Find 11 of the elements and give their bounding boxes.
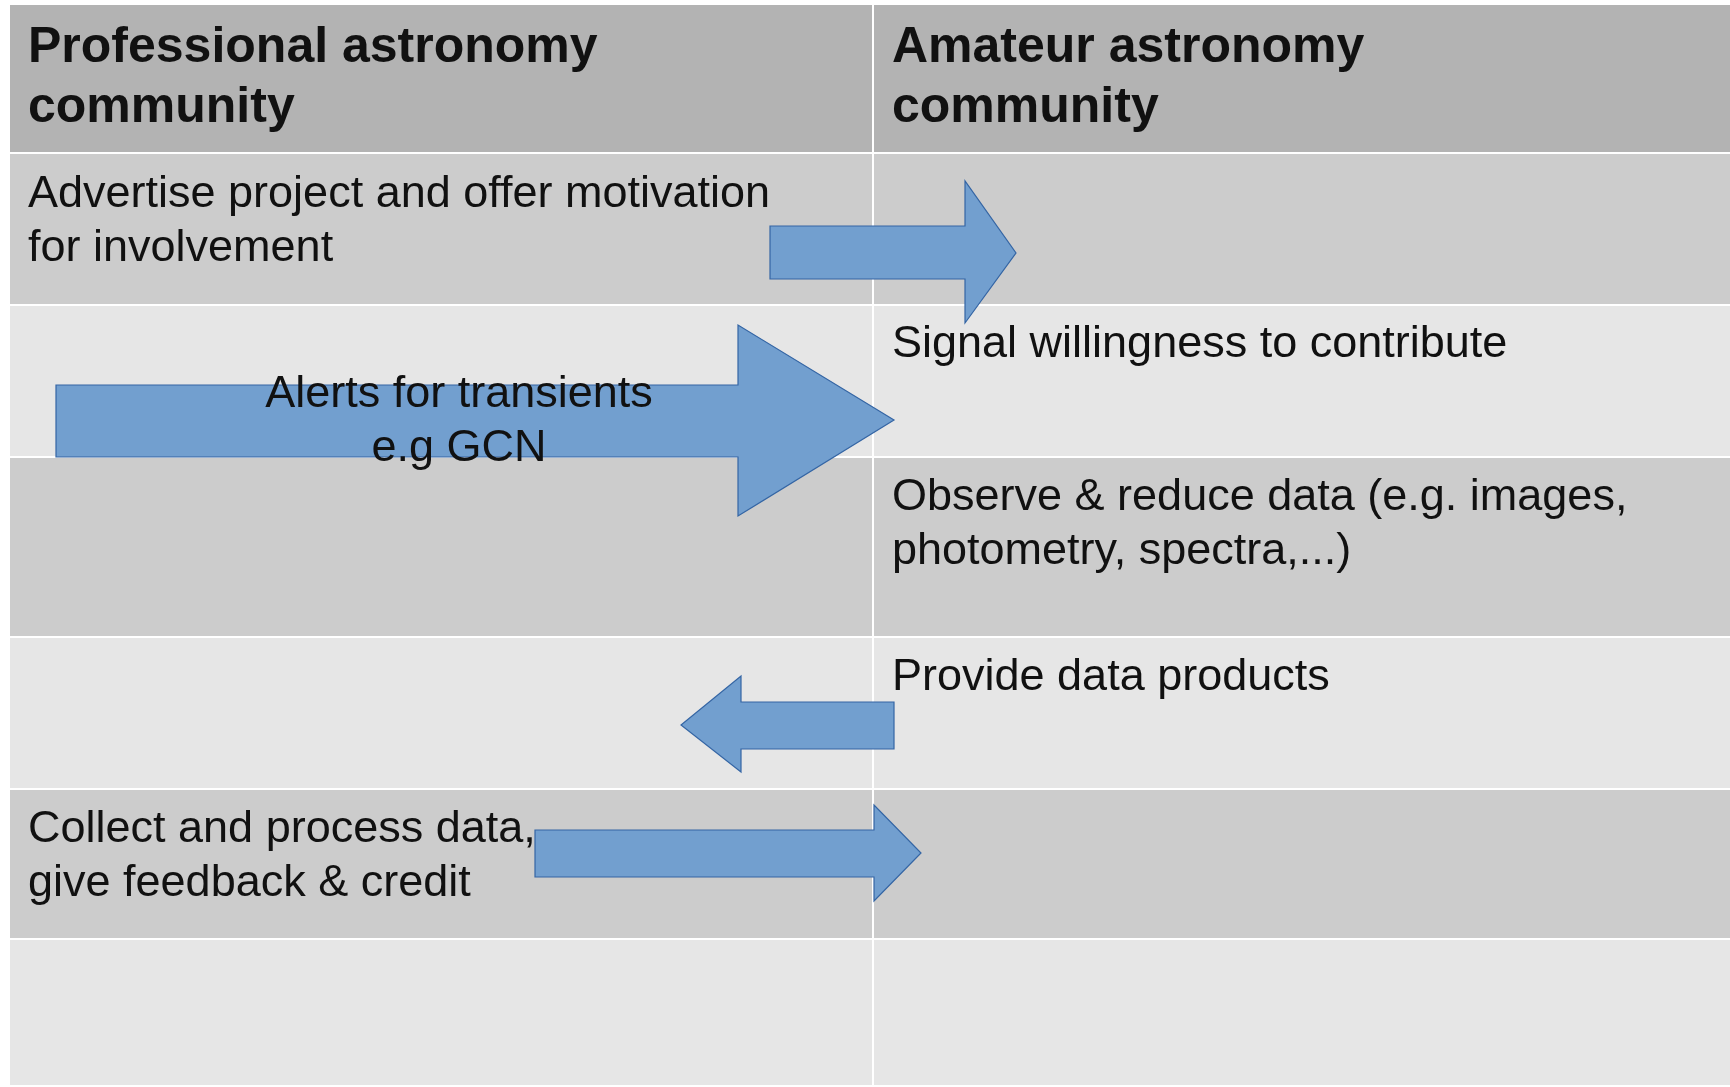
block-arrow — [680, 674, 895, 774]
step-text: Provide data products — [892, 648, 1331, 702]
step-text: Advertise project and offer motivation for involvement — [28, 165, 772, 273]
step-text: Collect and process data, give feedback & credit — [28, 800, 537, 908]
column-header: Amateur astronomy community — [892, 15, 1366, 135]
block-arrow — [769, 179, 1017, 325]
block-arrow — [534, 803, 922, 903]
step-text: Observe & reduce data (e.g. images, photometry, spectra,...) — [892, 468, 1629, 576]
block-arrow — [55, 323, 896, 518]
column-header: Professional astronomy community — [28, 15, 599, 135]
step-text: Signal willingness to contribute — [892, 315, 1509, 369]
